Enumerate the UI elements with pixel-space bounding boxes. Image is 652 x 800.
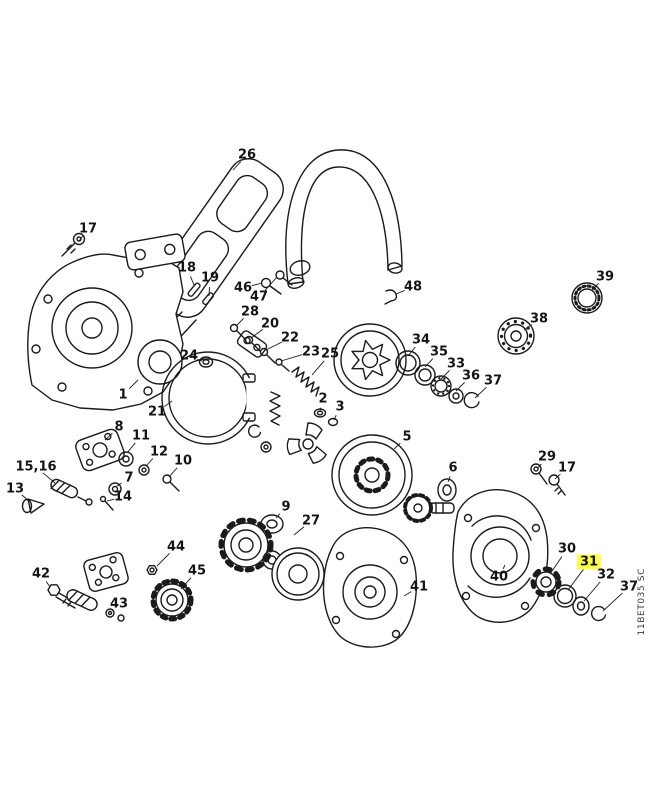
part-screw-17 <box>61 232 86 257</box>
part-label-22: 22 <box>280 330 300 346</box>
part-label-1: 1 <box>118 387 128 403</box>
part-label-47: 47 <box>249 289 269 305</box>
part-bearing-38 <box>497 317 535 355</box>
part-screws-right <box>530 463 566 496</box>
part-cover-40 <box>452 489 549 623</box>
part-label-8: 8 <box>114 419 124 435</box>
part-label-6: 6 <box>448 460 458 476</box>
part-label-2: 2 <box>318 391 328 407</box>
part-label-39: 39 <box>595 269 615 285</box>
diagram-code: 11BET035 SC <box>637 568 647 636</box>
part-label-12: 12 <box>149 444 169 460</box>
part-cover-41 <box>322 527 418 648</box>
part-front-handle <box>285 149 403 289</box>
part-tensioner-parts <box>198 323 290 372</box>
part-label-42: 42 <box>31 566 51 582</box>
part-label-19: 19 <box>200 270 220 286</box>
part-retainer-set <box>530 566 607 622</box>
part-worm-gear <box>21 478 93 514</box>
part-label-31: 31 <box>576 554 602 570</box>
part-label-23: 23 <box>301 344 321 360</box>
part-label-30: 30 <box>557 541 577 557</box>
part-label-11: 11 <box>131 428 151 444</box>
part-label-43: 43 <box>109 596 129 612</box>
part-label-27: 27 <box>301 513 321 529</box>
part-label-21: 21 <box>147 404 167 420</box>
part-washer-chain <box>395 350 480 409</box>
part-label-24: 24 <box>179 348 199 364</box>
part-label-26: 26 <box>237 147 257 163</box>
part-label-41: 41 <box>409 579 429 595</box>
part-label-35: 35 <box>429 344 449 360</box>
part-brake-band <box>161 351 264 445</box>
part-label-17: 17 <box>557 460 577 476</box>
part-washer-6 <box>437 478 457 502</box>
part-pinion-gear <box>403 493 455 523</box>
part-label-18: 18 <box>177 260 197 276</box>
part-label-15-16: 15,16 <box>15 459 57 475</box>
part-label-40: 40 <box>489 569 509 585</box>
part-label-20: 20 <box>260 316 280 332</box>
part-label-17: 17 <box>78 221 98 237</box>
part-label-38: 38 <box>529 311 549 327</box>
part-coil-spring <box>269 391 281 426</box>
part-clutch-drum <box>331 434 413 516</box>
part-label-45: 45 <box>187 563 207 579</box>
part-label-33: 33 <box>446 356 466 372</box>
part-label-28: 28 <box>240 304 260 320</box>
part-crankcase <box>27 233 186 411</box>
part-label-32: 32 <box>596 567 616 583</box>
part-sprocket-drum <box>333 323 407 397</box>
part-bearing-39 <box>571 282 603 314</box>
part-bottom-pump <box>47 552 194 622</box>
part-label-7: 7 <box>124 470 134 486</box>
part-pins-18-19 <box>187 282 215 306</box>
part-clutch-shoes <box>247 408 339 464</box>
part-label-29: 29 <box>537 449 557 465</box>
part-label-44: 44 <box>166 539 186 555</box>
part-label-5: 5 <box>402 429 412 445</box>
part-label-9: 9 <box>281 499 291 515</box>
part-spring-25 <box>291 366 320 397</box>
part-label-3: 3 <box>335 399 345 415</box>
part-label-37: 37 <box>483 373 503 389</box>
part-label-48: 48 <box>403 279 423 295</box>
part-label-10: 10 <box>173 453 193 469</box>
part-rim-sprocket-set <box>218 514 325 601</box>
part-clip-48 <box>384 289 398 305</box>
part-label-46: 46 <box>233 280 253 296</box>
part-label-37: 37 <box>619 579 639 595</box>
part-label-14: 14 <box>113 489 133 505</box>
part-label-34: 34 <box>411 332 431 348</box>
part-label-36: 36 <box>461 368 481 384</box>
part-label-13: 13 <box>5 481 25 497</box>
part-label-25: 25 <box>320 346 340 362</box>
